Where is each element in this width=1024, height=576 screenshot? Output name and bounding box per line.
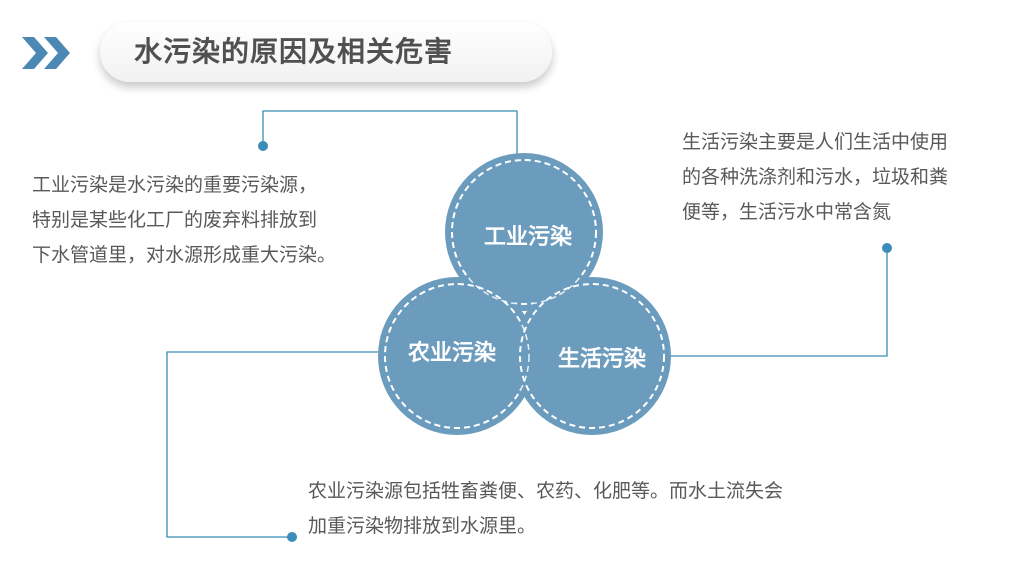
description-line: 便等，生活污水中常含氮 [682,201,892,223]
description-line: 特别是某些化工厂的废弃料排放到 [32,209,318,231]
description-domestic: 生活污染主要是人们生活中使用 的各种洗涤剂和污水，垃圾和粪 便等，生活污水中常含… [682,125,1012,230]
description-line: 下水管道里，对水源形成重大污染。 [32,244,337,266]
description-line: 工业污染是水污染的重要污染源， [32,174,318,196]
double-chevron-right-icon [22,37,70,69]
page-title: 水污染的原因及相关危害 [134,35,454,68]
circle-domestic [513,277,671,435]
description-line: 加重污染物排放到水源里。 [308,515,537,537]
title-banner [100,22,552,82]
connector-industrial [262,110,518,158]
connector-dot-agricultural [287,532,297,542]
connector-dot-industrial [258,141,268,151]
circle-label-domestic: 生活污染 [558,346,646,372]
description-agricultural: 农业污染源包括牲畜粪便、农药、化肥等。而水土流失会 加重污染物排放到水源里。 [308,474,908,544]
connector-dot-domestic [882,243,892,253]
connector-domestic [670,248,888,357]
connector-agricultural [166,351,378,538]
circle-label-industrial: 工业污染 [484,224,572,250]
circle-label-agricultural: 农业污染 [407,340,496,366]
description-line: 的各种洗涤剂和污水，垃圾和粪 [682,166,949,188]
description-line: 农业污染源包括牲畜粪便、农药、化肥等。而水土流失会 [308,480,784,502]
description-industrial: 工业污染是水污染的重要污染源， 特别是某些化工厂的废弃料排放到 下水管道里，对水… [32,168,412,273]
description-line: 生活污染主要是人们生活中使用 [682,131,949,153]
